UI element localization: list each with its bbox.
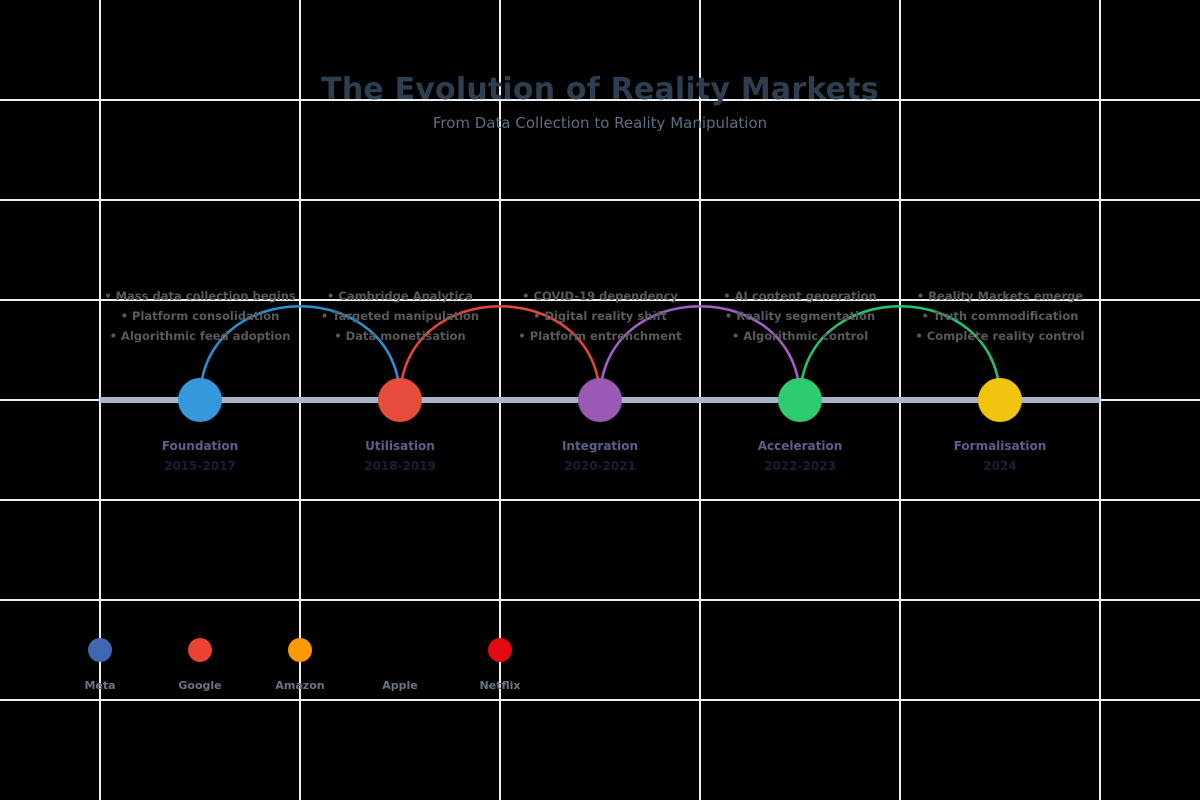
legend-label: Apple: [382, 679, 418, 692]
phase-date: 2020-2021: [564, 459, 636, 473]
phase-name: Integration: [561, 439, 639, 453]
phase-bullet: • Truth commodification: [921, 309, 1079, 323]
page-title: The Evolution of Reality Markets: [321, 72, 879, 107]
phase-date: 2022-2023: [764, 459, 836, 473]
phase-bullet: • Algorithmic control: [731, 329, 869, 343]
phase-bullet: • Mass data collection begins: [104, 289, 296, 303]
legend-label: Netflix: [479, 679, 521, 692]
page-subtitle: From Data Collection to Reality Manipula…: [432, 114, 768, 132]
legend-label: Amazon: [275, 679, 325, 692]
phase-date: 2015-2017: [164, 459, 236, 473]
legend-dot[interactable]: [188, 638, 212, 662]
legend-label: Meta: [84, 679, 116, 692]
phase-bullet: • Reality segmentation: [724, 309, 876, 323]
phase-name: Acceleration: [757, 439, 843, 453]
legend-dot[interactable]: [488, 638, 512, 662]
timeline-node[interactable]: [778, 378, 822, 422]
phase-name: Foundation: [161, 439, 239, 453]
phase-bullet: • Platform consolidation: [120, 309, 280, 323]
phase-bullet: • AI content generation: [723, 289, 877, 303]
timeline-node[interactable]: [378, 378, 422, 422]
phase-bullet: • Algorithmic feed adoption: [109, 329, 291, 343]
timeline-node[interactable]: [978, 378, 1022, 422]
legend-label: Google: [178, 679, 222, 692]
legend-dot[interactable]: [88, 638, 112, 662]
timeline-node[interactable]: [178, 378, 222, 422]
phase-bullet: • COVID-19 dependency: [522, 289, 678, 303]
phase-bullet: • Cambridge Analytica: [327, 289, 473, 303]
legend-dot[interactable]: [288, 638, 312, 662]
phase-bullet: • Reality Markets emerge: [916, 289, 1084, 303]
phase-date: 2024: [983, 459, 1017, 473]
phase-bullet: • Targeted manipulation: [320, 309, 480, 323]
phase-name: Utilisation: [365, 439, 435, 453]
phase-bullet: • Data monetisation: [334, 329, 466, 343]
phase-name: Formalisation: [953, 439, 1047, 453]
phase-bullet: • Digital reality shift: [533, 309, 667, 323]
phase-bullet: • Complete reality control: [915, 329, 1085, 343]
legend-dot[interactable]: [388, 638, 412, 662]
phase-date: 2018-2019: [364, 459, 436, 473]
timeline-node[interactable]: [578, 378, 622, 422]
phase-bullet: • Platform entrenchment: [518, 329, 682, 343]
